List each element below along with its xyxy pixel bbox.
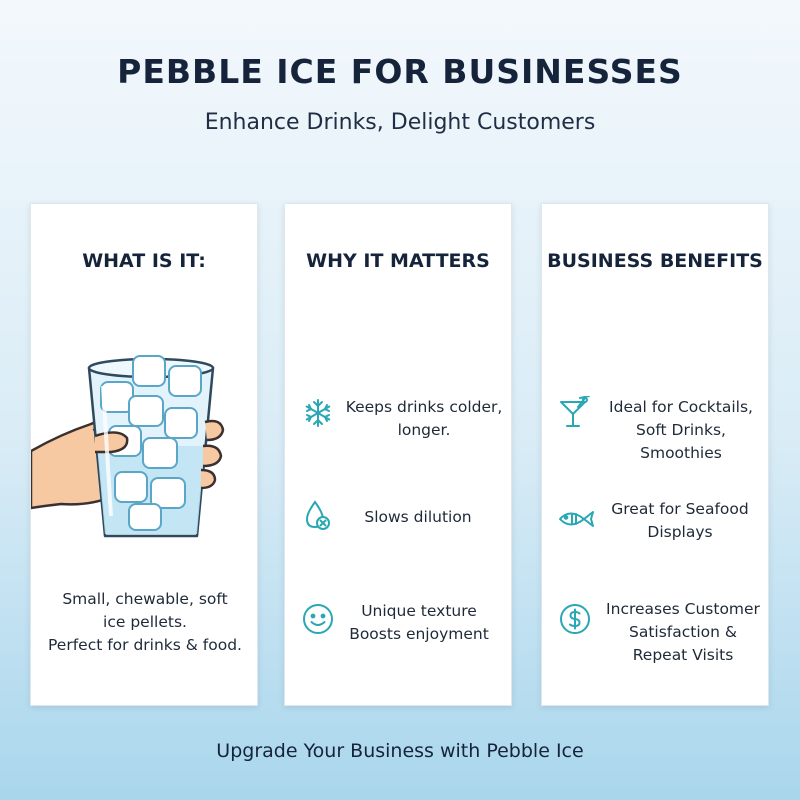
item-line: Displays [647, 523, 713, 541]
description-line: ice pellets. [103, 613, 187, 631]
page-title: PEBBLE ICE FOR BUSINESSES [117, 52, 683, 91]
item-line: Satisfaction & [629, 623, 737, 641]
item-line: Keeps drinks colder, [345, 398, 503, 416]
card-heading: WHAT IS IT: [82, 250, 206, 272]
hand-holding-glass-illustration [31, 346, 259, 546]
item-line: Great for Seafood [611, 500, 749, 518]
cocktail-glass-icon [558, 396, 592, 430]
snowflake-icon [301, 396, 335, 430]
page-subtitle: Enhance Drinks, Delight Customers [204, 110, 596, 135]
item-line: longer. [397, 421, 451, 439]
benefit-seafood-displays: Great for Seafood Displays [598, 498, 762, 544]
benefit-customer-satisfaction: Increases Customer Satisfaction & Repeat… [598, 598, 768, 667]
card-heading: BUSINESS BENEFITS [547, 250, 763, 272]
water-drop-x-icon [301, 499, 335, 533]
card-what-is-it: WHAT IS IT: [30, 203, 258, 706]
item-line: Slows dilution [364, 508, 472, 526]
item-line: Ideal for Cocktails, [609, 398, 753, 416]
benefit-ideal-for-cocktails: Ideal for Cocktails, Soft Drinks, Smooth… [594, 396, 768, 465]
card-heading: WHY IT MATTERS [306, 250, 490, 272]
item-line: Boosts enjoyment [349, 625, 489, 643]
what-is-it-description: Small, chewable, soft ice pellets. Perfe… [37, 588, 253, 657]
card-why-it-matters: WHY IT MATTERS Keeps drinks colder, long… [284, 203, 512, 706]
item-line: Soft Drinks, Smoothies [636, 421, 726, 462]
card-business-benefits: BUSINESS BENEFITS Ideal for Cocktails, S… [541, 203, 769, 706]
benefit-slows-dilution: Slows dilution [333, 506, 503, 529]
footer-tagline: Upgrade Your Business with Pebble Ice [216, 740, 584, 762]
item-line: Increases Customer [606, 600, 760, 618]
benefit-keeps-colder: Keeps drinks colder, longer. [339, 396, 509, 442]
item-line: Unique texture [361, 602, 477, 620]
item-line: Repeat Visits [632, 646, 734, 664]
dollar-coin-icon [558, 602, 592, 636]
smiley-icon [301, 602, 335, 636]
fish-icon [556, 502, 596, 536]
description-line: Perfect for drinks & food. [48, 636, 242, 654]
description-line: Small, chewable, soft [62, 590, 228, 608]
benefit-unique-texture: Unique texture Boosts enjoyment [337, 600, 501, 646]
